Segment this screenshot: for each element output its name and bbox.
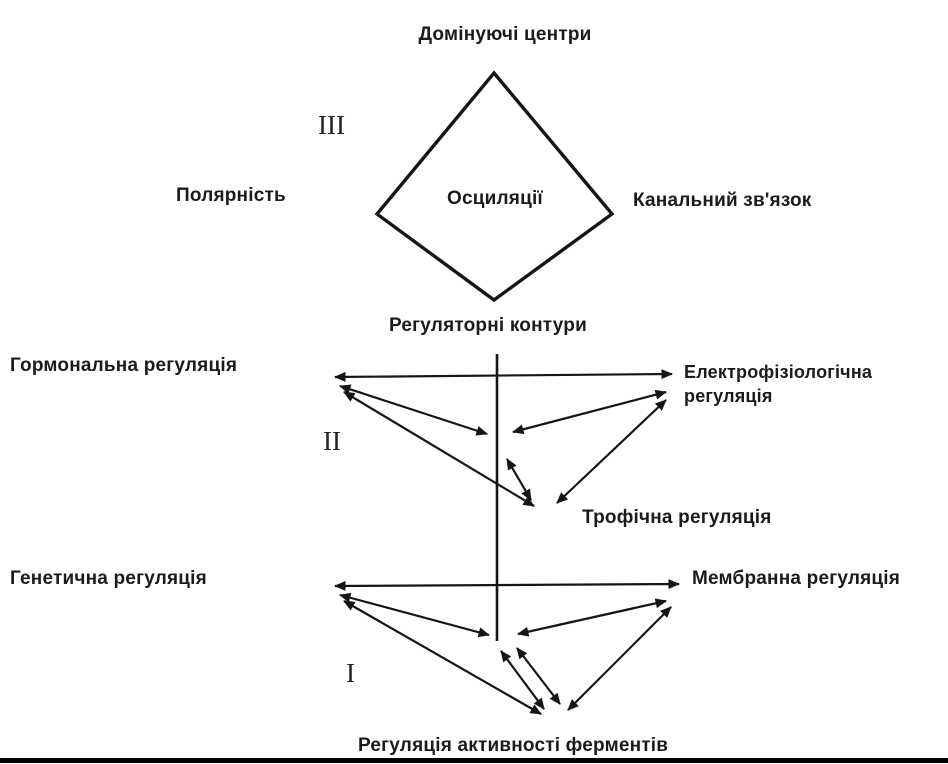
bottom-border-line: [0, 758, 948, 763]
l1-arrow-right-to-enzymes: [567, 606, 672, 711]
level1-arrows: [334, 579, 680, 715]
l2-arrow-center-to-trophic: [506, 458, 532, 501]
oscillations-diamond: [374, 70, 615, 303]
l1-arrow-left-to-enzymes: [343, 600, 542, 715]
label-polarity: Полярність: [176, 185, 286, 206]
label-regulatory-contours: Регуляторні контури: [389, 315, 587, 336]
l1-arrow-center-to-enzymes-b: [516, 647, 561, 705]
numeral-level-3: III: [318, 110, 345, 140]
label-oscillations: Осциляції: [447, 188, 543, 209]
l1-arrow-right-to-center: [517, 598, 667, 637]
label-enzyme-activity-regulation: Регуляція активності ферментів: [358, 735, 669, 756]
label-electrophysiological-line1: Електрофізіологічна: [684, 362, 873, 382]
label-channel-connection: Канальний зв'язок: [633, 190, 812, 211]
numeral-level-2: II: [323, 426, 341, 456]
l2-arrow-left-to-center: [339, 384, 488, 436]
level2-arrows: [334, 369, 673, 507]
l2-arrow-horizontal: [334, 369, 673, 382]
label-trophic-regulation: Трофічна регуляція: [582, 507, 772, 528]
label-genetic-regulation: Генетична регуляція: [10, 568, 207, 589]
label-electrophysiological-line2: регуляція: [684, 386, 773, 406]
label-membrane-regulation: Мембранна регуляція: [692, 568, 901, 589]
numeral-level-1: I: [346, 658, 355, 688]
title-dominant-centers: Домінуючі центри: [418, 24, 592, 45]
l1-arrow-left-to-center: [339, 592, 490, 638]
l2-arrow-left-to-trophic: [343, 391, 535, 507]
l2-arrow-right-to-center: [512, 389, 667, 435]
l2-arrow-right-to-trophic: [556, 399, 667, 504]
l1-arrow-horizontal: [334, 579, 680, 591]
label-hormonal-regulation: Гормональна регуляція: [10, 355, 238, 376]
l1-arrow-center-to-enzymes-a: [500, 650, 545, 710]
